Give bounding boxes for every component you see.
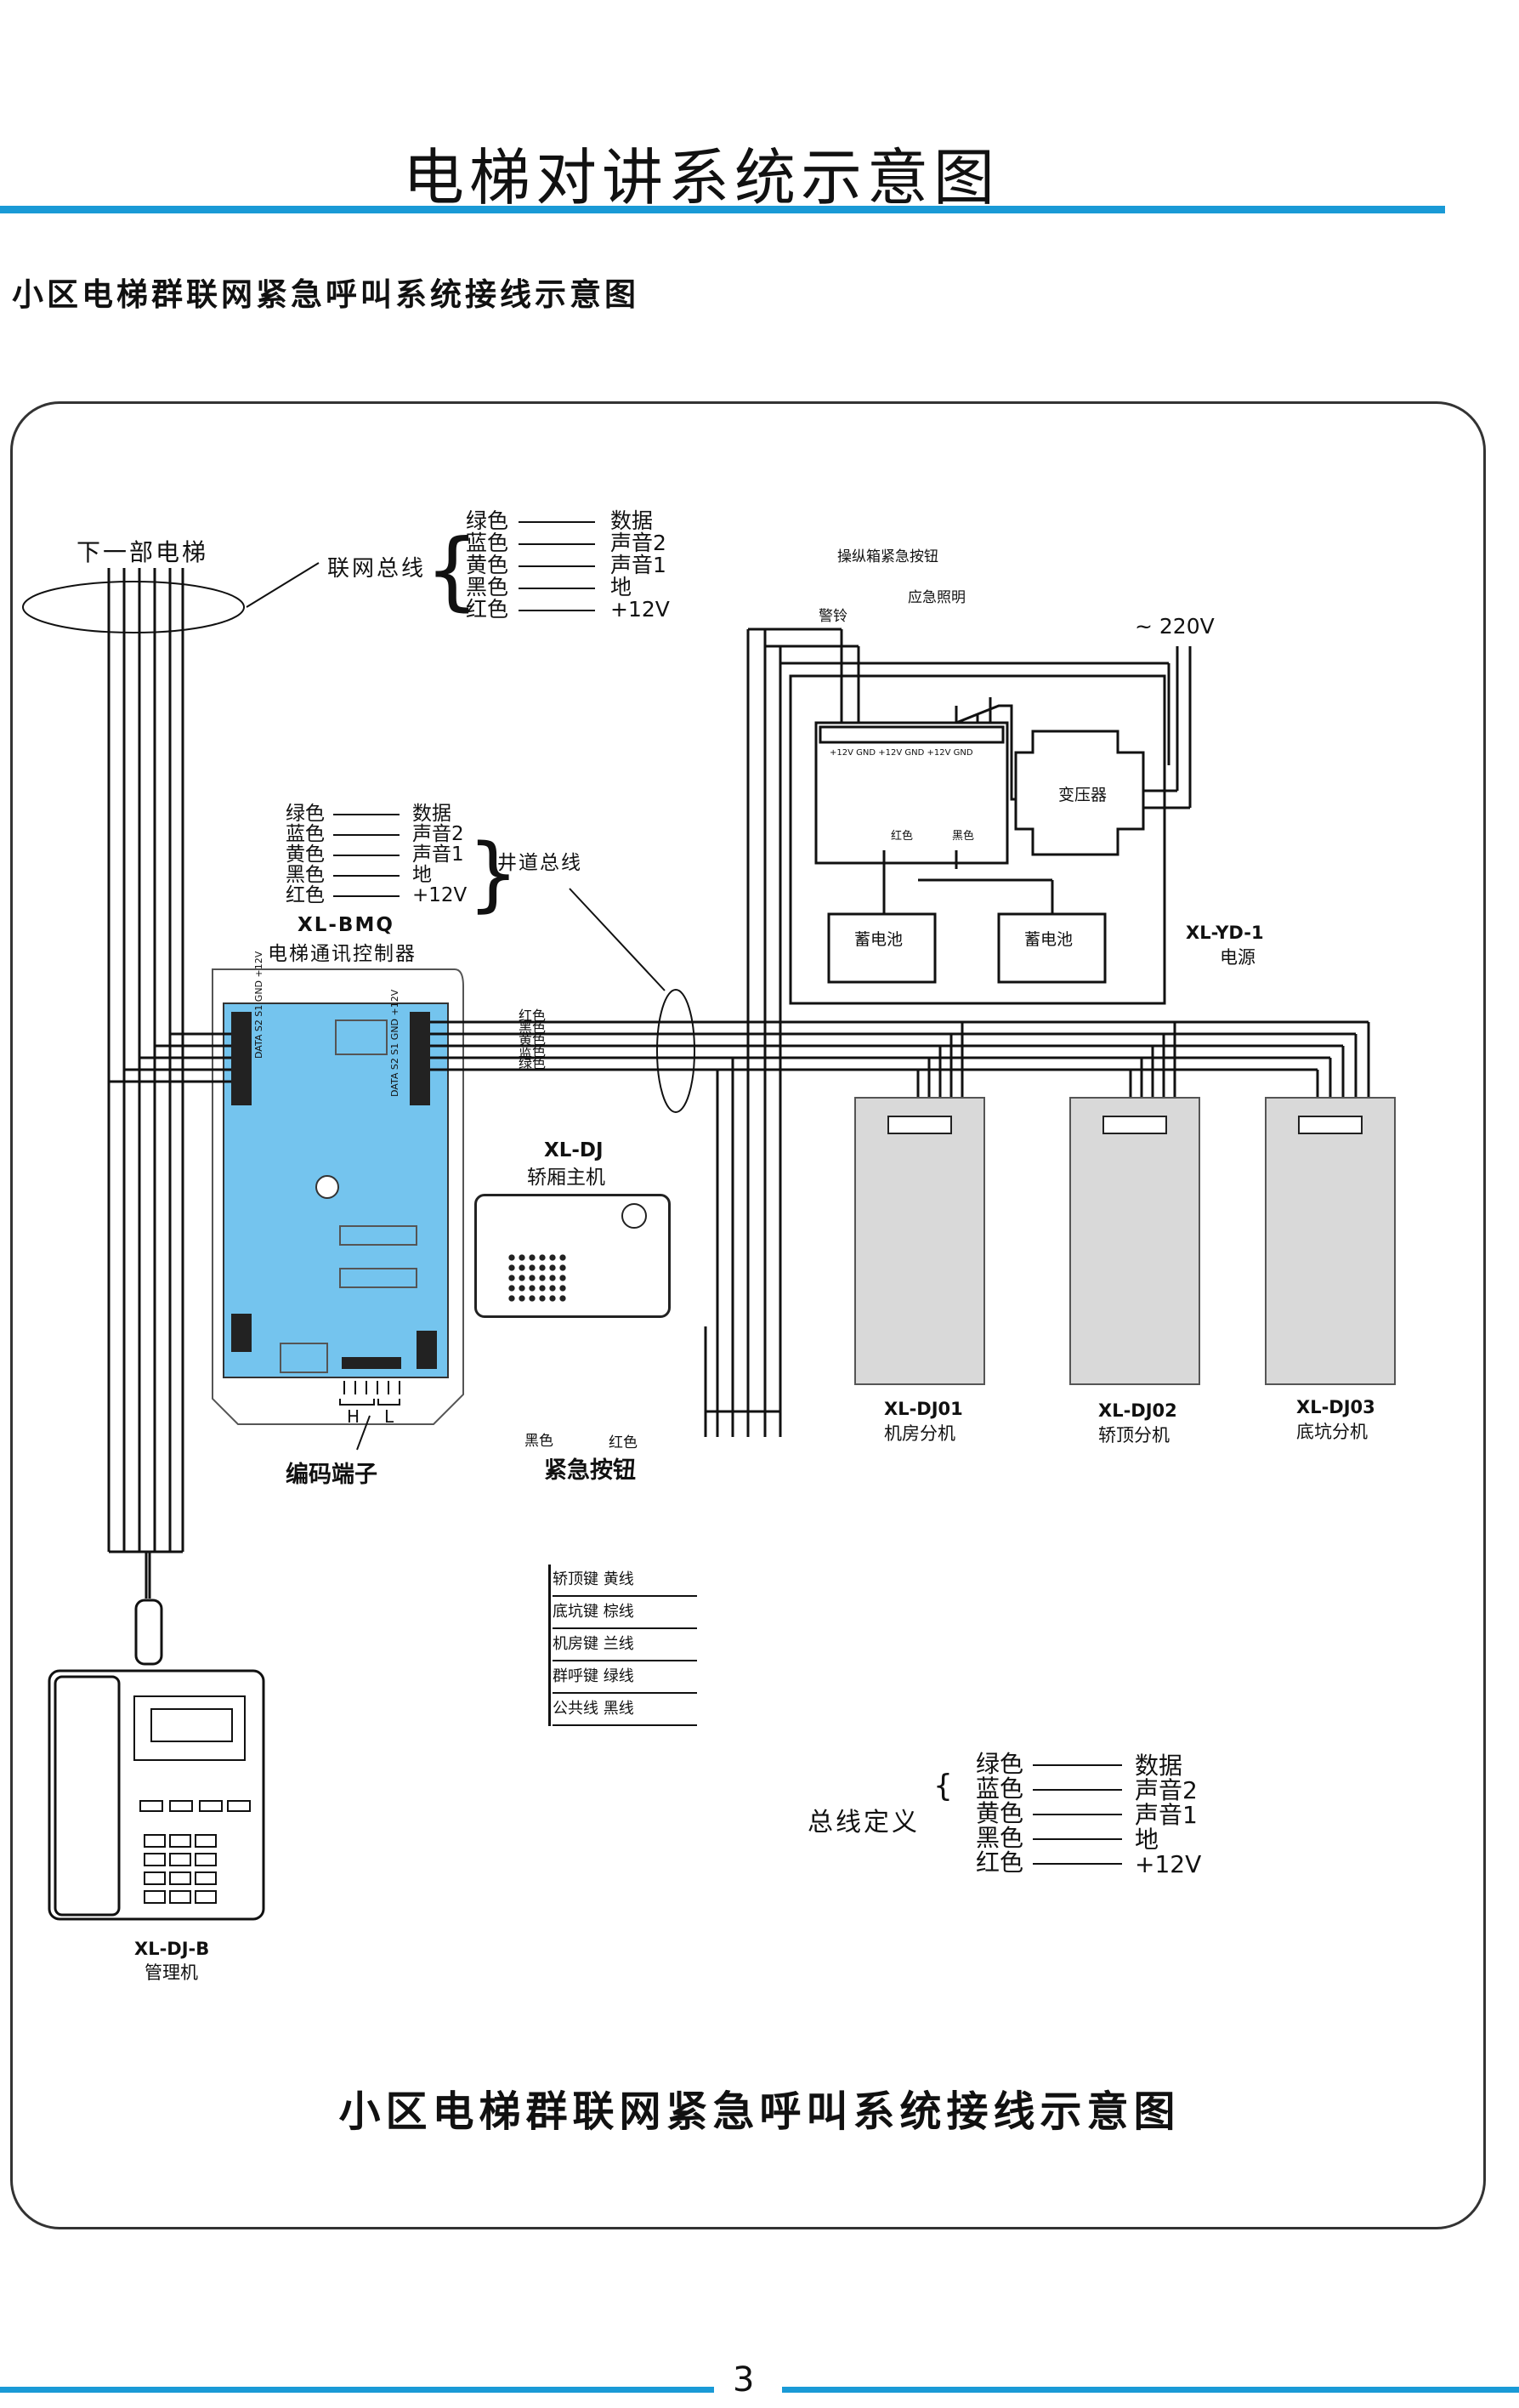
power-black-label: 黑色 [952,830,975,843]
controller-model: XL-BMQ [298,914,394,936]
title-rule [0,206,1445,213]
power-terminals: +12V GND +12V GND +12V GND [830,748,973,758]
key-list: 轿顶键 黄线 底坑键 棕线 机房键 兰线 群呼键 绿线 公共线 黑线 [548,1565,697,1726]
network-bus-label: 联网总线 [327,556,427,582]
car-unit-name: 轿厢主机 [527,1167,605,1189]
footer-rule-right [782,2387,1519,2393]
network-bus-colors: 绿色蓝色黄色黑色红色 [466,508,509,622]
diagram-caption: 小区电梯群联网紧急呼叫系统接线示意图 [338,2087,1181,2136]
svg-text:}: } [468,827,519,921]
page-number: 3 [733,2360,755,2399]
sub-unit-2-name: 轿顶分机 [1098,1425,1170,1445]
subtitle: 小区电梯群联网紧急呼叫系统接线示意图 [12,276,639,313]
transformer-label: 变压器 [1058,786,1108,804]
controller-name: 电梯通讯控制器 [268,943,417,965]
speaker-grille-icon [507,1252,566,1303]
next-elevator-label: 下一部电梯 [77,538,209,566]
shaft-bus-colors: 绿色蓝色黄色黑色红色 [286,803,325,906]
car-unit-box [474,1194,671,1318]
battery1-label: 蓄电池 [854,930,904,949]
footer-rule-left [0,2387,714,2393]
emergency-light-label: 应急照明 [908,589,966,606]
sub-unit-2 [1069,1097,1200,1385]
sub-unit-1 [854,1097,985,1385]
sub-unit-2-model: XL-DJ02 [1098,1400,1177,1421]
jumper-h: H [347,1406,360,1427]
shaft-bus-label: 井道总线 [497,852,582,874]
emergency-button-label: 紧急按钮 [544,1457,636,1484]
sub-unit-3-model: XL-DJ03 [1296,1397,1375,1417]
bus-definition-brace: { [933,1769,953,1803]
speaker-icon [621,1203,647,1229]
jumper-l: L [384,1406,394,1427]
ac-input-label: ~ 220V [1135,614,1215,639]
manager-phone-icon [48,1599,265,1921]
car-unit-model: XL-DJ [544,1139,604,1161]
power-supply [789,646,1192,1005]
controller-board [212,968,464,1451]
bus-definition-label: 总线定义 [808,1808,920,1837]
shaft-wire-labels: 红色黑色黄色蓝色绿色 [519,1008,547,1071]
power-red-label: 红色 [891,830,914,843]
manager-model: XL-DJ-B [134,1939,210,1959]
alarm-bell-label: 警铃 [819,608,847,625]
bus-definition-colors: 绿色蓝色黄色黑色红色 [976,1750,1024,1877]
cabin-button-label: 操纵箱紧急按钮 [837,548,938,565]
page-title: 电梯对讲系统示意图 [402,142,1000,213]
button-black-label: 黑色 [524,1433,553,1450]
button-red-label: 红色 [609,1434,638,1451]
sub-unit-3-name: 底坑分机 [1296,1422,1368,1442]
diagram-frame [10,401,1486,2229]
coding-terminal-label: 编码端子 [286,1462,377,1488]
battery2-label: 蓄电池 [1024,930,1074,949]
power-model: XL-YD-1 [1186,923,1264,943]
sub-unit-3 [1265,1097,1396,1385]
power-name: 电源 [1220,947,1255,968]
svg-text:{: { [425,520,479,620]
sub-unit-1-name: 机房分机 [884,1423,955,1444]
sub-unit-1-model: XL-DJ01 [884,1399,963,1419]
manager-name: 管理机 [145,1962,198,1983]
